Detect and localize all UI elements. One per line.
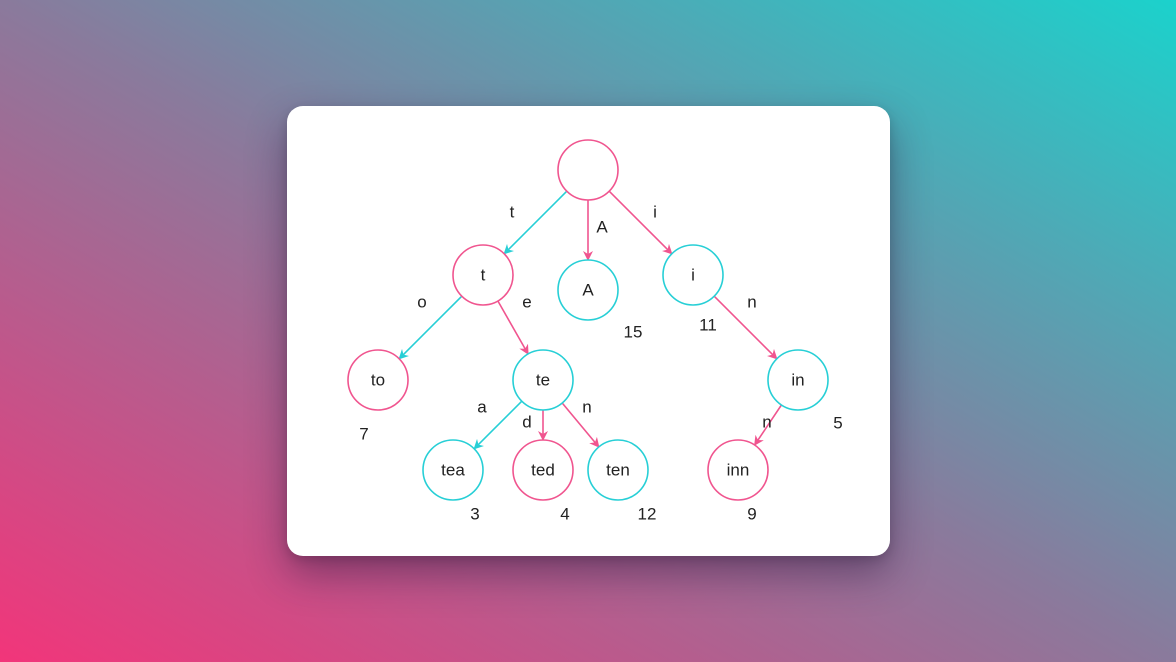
edge-te-tea [473,400,523,450]
node-te: te [512,349,574,411]
node-value: 3 [470,504,479,523]
node-value: 5 [833,413,842,432]
node-circle [707,439,769,501]
node-ted: ted 4 [512,439,574,523]
node-root [557,139,619,201]
node-value: 15 [624,322,643,341]
edge-label-t-to: o [417,292,426,311]
node-value: 11 [699,315,717,334]
node-circle [767,349,829,411]
node-value: 9 [747,504,756,523]
edge-i-in [713,295,778,360]
edge-t-te [497,300,529,355]
node-in: in 5 [767,349,843,432]
node-value: 7 [359,424,368,443]
node-inn: inn 9 [707,439,769,523]
edge-label-root-A: A [596,217,608,236]
node-tea: tea 3 [422,439,484,523]
node-label: to [371,370,385,389]
edge-label-i-in: n [747,292,756,311]
node-circle [587,439,649,501]
edge-label-in-inn: n [762,412,771,431]
edge-te-ten [561,402,600,448]
node-label: inn [727,460,750,479]
edge-root-i [608,190,673,255]
node-label: tea [441,460,465,479]
node-label: te [536,370,550,389]
node-value: 4 [560,504,569,523]
node-i: i 11 [662,244,724,334]
edge-label-t-te: e [522,292,531,311]
node-circle [452,244,514,306]
edge-label-root-i: i [653,202,657,221]
node-to: to 7 [347,349,409,443]
node-label: t [481,265,486,284]
node-circle [347,349,409,411]
node-label: ted [531,460,555,479]
edge-label-root-t: t [510,202,515,221]
node-circle [662,244,724,306]
node-circle [422,439,484,501]
node-label: i [691,265,695,284]
edge-root-t [503,190,568,255]
edge-label-te-ten: n [582,397,591,416]
node-A: A 15 [557,259,643,341]
node-label: in [791,370,804,389]
edge-label-te-tea: a [477,397,487,416]
edge-t-to [398,295,463,360]
edge-in-inn [754,404,783,446]
node-label: ten [606,460,630,479]
node-label: A [582,280,594,299]
node-ten: ten 12 [587,439,657,523]
node-circle [557,139,619,201]
node-circle [512,349,574,411]
node-circle [557,259,619,321]
edge-label-te-ted: d [522,412,531,431]
node-value: 12 [638,504,657,523]
node-circle [512,439,574,501]
node-t: t [452,244,514,306]
